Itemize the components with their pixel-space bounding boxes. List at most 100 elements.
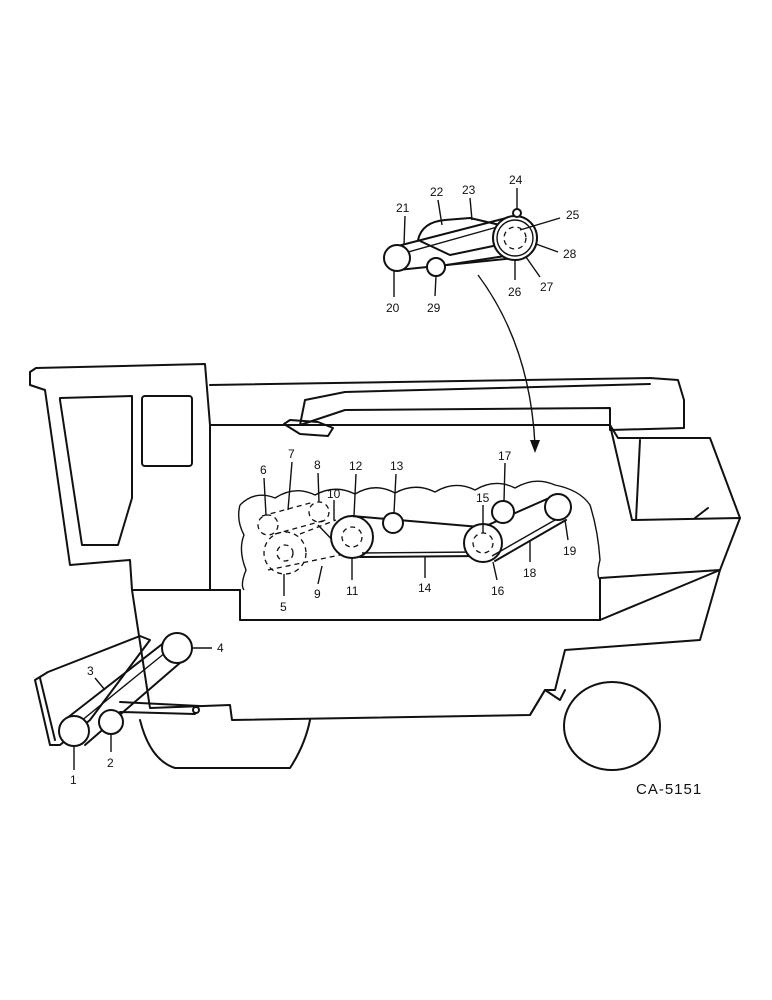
callout-6: 6 (260, 463, 267, 477)
pulley-11 (330, 515, 374, 559)
auger-spout (283, 419, 334, 437)
leader-28 (535, 243, 559, 253)
callout-13: 13 (390, 459, 404, 473)
leader-6 (263, 477, 267, 516)
rear-steering-wheel (563, 681, 661, 771)
leader-25 (519, 217, 561, 231)
pulley-5-hub (276, 544, 294, 562)
cab-window-left (59, 395, 133, 546)
belt-3-lower (84, 655, 189, 746)
inset-pointer-arrow (477, 274, 536, 446)
callout-7: 7 (288, 447, 295, 461)
leader-29 (434, 275, 437, 297)
callout-14: 14 (418, 581, 432, 595)
tank-latch (694, 507, 709, 519)
callout-10: 10 (327, 487, 341, 501)
pulley-25 (503, 226, 527, 250)
callout-21: 21 (396, 201, 410, 215)
pulley-8 (308, 501, 330, 523)
rear-axle-mount (529, 689, 566, 716)
belt-14-lower (359, 555, 481, 558)
front-drive-wheel (139, 719, 311, 769)
combine-body (29, 363, 741, 771)
feeder-outline (34, 635, 151, 746)
pulley-27 (496, 219, 534, 257)
callout-28: 28 (563, 247, 577, 261)
pulley-2 (98, 709, 124, 735)
feeder-lift-arm-lower (119, 711, 196, 715)
belt-3-upper (61, 637, 171, 723)
belt-21-upper (389, 214, 519, 249)
lift-pivot (192, 706, 200, 714)
belt-29 (439, 255, 506, 267)
callout-27: 27 (540, 280, 554, 294)
leader-16 (492, 561, 498, 581)
belt-9-lower (267, 554, 341, 571)
callout-3: 3 (87, 664, 94, 678)
belt-9-upper (299, 519, 337, 535)
callout-22: 22 (430, 185, 444, 199)
inset-pointer-arrowhead (530, 440, 540, 453)
leader-19 (564, 519, 569, 541)
callout-24: 24 (509, 173, 523, 187)
callout-18: 18 (523, 566, 537, 580)
callout-20: 20 (386, 301, 400, 315)
callout-16: 16 (491, 584, 505, 598)
callout-25: 25 (566, 208, 580, 222)
pulley-13 (382, 512, 404, 534)
callout-11: 11 (346, 584, 359, 598)
callout-labels: 1 2 3 4 5 6 7 8 9 10 11 12 13 14 15 16 1… (70, 173, 580, 787)
feeder-house (34, 632, 201, 747)
pulley-17 (491, 500, 515, 524)
pulley-29 (426, 257, 446, 277)
leader-23 (469, 197, 473, 221)
reference-code: CA-5151 (636, 781, 702, 798)
pulley-20 (383, 244, 411, 272)
leader-lines (73, 188, 569, 770)
callout-23: 23 (462, 183, 476, 197)
callout-26: 26 (508, 285, 522, 299)
leader-7 (287, 461, 293, 511)
callout-5: 5 (280, 600, 287, 614)
belt-14-upper (351, 515, 481, 528)
pulley-5 (263, 531, 307, 575)
pulley-4 (161, 632, 193, 664)
callout-19: 19 (563, 544, 577, 558)
leader-17 (503, 462, 506, 502)
pulley-19 (544, 493, 572, 521)
pulley-12-hub (341, 526, 363, 548)
cab-window-right (141, 395, 193, 467)
callout-2: 2 (107, 756, 114, 770)
leader-27 (525, 256, 541, 278)
callout-1: 1 (70, 773, 77, 787)
unloading-auger (299, 383, 651, 426)
rear-panel (635, 439, 641, 521)
leader-3 (94, 677, 106, 691)
detail-inset (383, 208, 540, 453)
grain-tank-extension (609, 424, 741, 519)
leader-13 (393, 473, 397, 514)
callout-4: 4 (217, 641, 224, 655)
leader-22 (437, 199, 443, 226)
callout-9: 9 (314, 587, 321, 601)
belt-3-inner (69, 643, 177, 731)
callout-29: 29 (427, 301, 441, 315)
pulley-6 (257, 514, 279, 536)
leader-12 (353, 473, 357, 517)
grain-tank-top (209, 377, 685, 431)
idler-24 (512, 208, 522, 218)
leader-8 (317, 472, 320, 503)
callout-17: 17 (498, 449, 512, 463)
internal-drives (257, 493, 572, 575)
callout-8: 8 (314, 458, 321, 472)
callout-12: 12 (349, 459, 363, 473)
pulley-1 (58, 715, 90, 747)
leader-21 (403, 215, 406, 246)
callout-15: 15 (476, 491, 490, 505)
cab-outline (29, 363, 211, 591)
belt-18-inner (491, 515, 563, 557)
feeder-edge (39, 677, 56, 741)
lower-body (131, 569, 721, 721)
